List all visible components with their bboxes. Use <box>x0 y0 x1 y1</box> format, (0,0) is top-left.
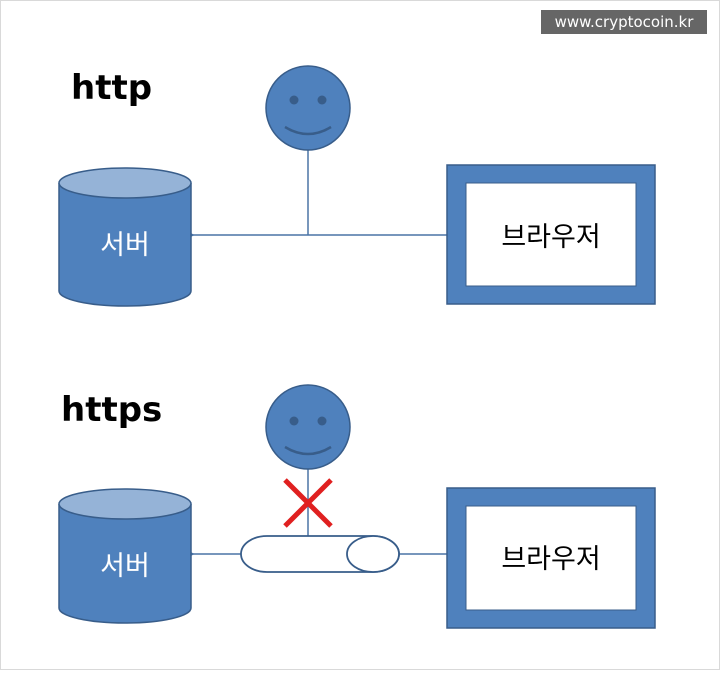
section-title-https: https <box>61 390 162 430</box>
server-cylinder-icon <box>58 167 192 307</box>
browser-label: 브라우저 <box>501 544 600 575</box>
browser-label: 브라우저 <box>501 222 600 253</box>
https-section: https 서버 <box>58 384 656 629</box>
encrypted-tunnel-icon <box>240 535 400 573</box>
eavesdropper-smiley-icon <box>265 384 351 470</box>
eavesdropper-smiley-icon <box>265 65 351 151</box>
watermark: www.cryptocoin.kr <box>541 10 707 34</box>
blocked-x-icon <box>283 478 333 528</box>
section-title-http: http <box>71 68 152 108</box>
watermark-text: www.cryptocoin.kr <box>555 13 695 31</box>
server-cylinder-icon <box>58 488 192 624</box>
watermark-background <box>541 10 707 34</box>
server-label: 서버 <box>100 551 150 582</box>
server-label: 서버 <box>100 230 150 261</box>
http-section: http 서버 브라우저 <box>58 65 656 307</box>
browser-window-icon <box>446 487 656 629</box>
browser-window-icon <box>446 164 656 305</box>
